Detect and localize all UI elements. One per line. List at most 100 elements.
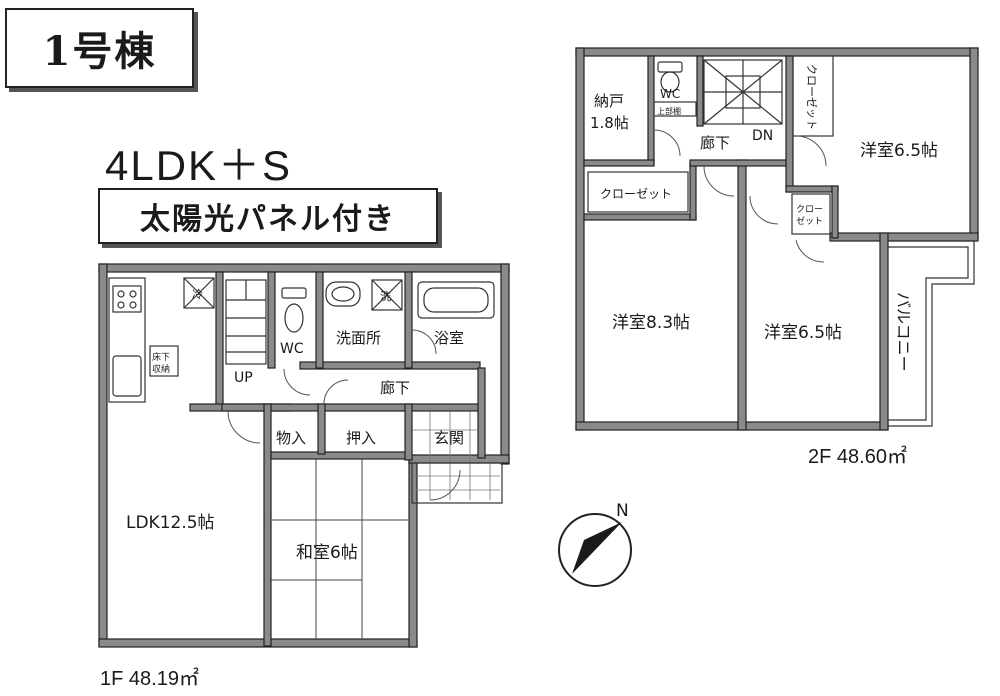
f2-wall-bottom [575,421,889,431]
washitsu-tatami [271,459,409,639]
f2-wall-nando-bottom [583,159,655,167]
f1-door-arc-3 [411,329,437,355]
room-f2-wc-label: WC [660,87,680,101]
floor1-plan: 冷 洗 床下 収納 [98,263,510,648]
f2-wall-top [575,47,979,57]
fridge-label: 冷 [192,288,203,301]
washbasin-icon [325,281,361,307]
f1-wall-right-lower [408,454,418,648]
feature-label: 太陽光パネル付き [140,202,396,237]
feature-box: 太陽光パネル付き [98,188,438,244]
room-yoshitsu-65-label: 洋室6.5帖 [764,323,842,343]
washer-label: 洗 [380,290,391,303]
compass-needle [572,522,622,574]
layout-type-label: 4LDK＋S [105,142,293,189]
f1-wall-entry-step [408,454,510,464]
room-washitsu-label: 和室6帖 [296,543,358,563]
f1-wall-genkan-right [477,367,486,459]
room-f1-rouka-label: 廊下 [380,379,410,397]
compass: N [558,501,632,587]
f1-wall-right-upper [500,263,510,465]
f2-toilet-icon [653,61,697,117]
closet-small-label-2: ゼット [796,215,823,227]
f1-door-arc-2 [283,368,311,396]
f2-wall-nando-right [647,55,655,165]
room-f2-rouka-label: 廊下 [700,134,730,152]
f1-wall-washitsu-top [270,451,412,460]
f1-wall-wc-right [315,271,324,369]
room-yoshitsu-ne-label: 洋室6.5帖 [860,141,938,161]
f2-closet-vertical [792,55,834,137]
f2-wall-closet-bottom [583,213,697,221]
f1-wall-wc-left [267,271,276,369]
closet-vertical-label: クローゼット [805,64,818,130]
upper-shelf-label: 上部棚 [657,106,681,116]
f1-wall-hall-top [299,361,481,370]
room-monoire-label: 物入 [276,429,306,447]
f2-wall-center [737,159,747,431]
kitchen-counter [108,277,146,403]
f2-stairs [703,59,783,125]
f2-closet-horizontal [587,171,689,213]
f1-wall-kitchen-right [215,271,224,409]
room-yoshitsu-83-label: 洋室8.3帖 [612,313,690,333]
room-f1-wc-label: WC [280,341,304,357]
f2-door-arc-3 [749,195,779,225]
washer-space: 洗 [371,279,403,311]
f2-door-arc-5 [795,239,825,263]
f2-wall-smallcloset-top [785,185,839,193]
f2-wall-closet-right [689,163,697,221]
room-yokushitsu-label: 浴室 [434,329,464,347]
closet-horizontal-label: クローゼット [600,187,672,201]
room-genkan-label: 玄関 [434,429,464,447]
building-title-box: 1号棟 [5,8,194,88]
f2-wall-ne-bottom [829,232,979,242]
stairs-up-label: UP [234,370,253,386]
f2-wall-right [969,47,979,241]
f2-door-arc-2 [703,165,735,197]
underfloor-storage [149,345,179,377]
f2-wall-smallcloset-right [831,185,839,239]
room-senmenjo-label: 洗面所 [336,329,381,347]
f2-wall-left [575,47,585,431]
underfloor-storage-label-2: 収納 [152,363,170,375]
f2-wall-ne-left [785,55,794,193]
f2-door-arc-1 [653,129,681,157]
compass-north-label: N [616,501,629,521]
room-nando-label: 納戸 [594,92,624,110]
f1-door-arc-4 [429,469,461,501]
f1-wall-oshiire-right [404,403,413,461]
f1-door-arc-1 [227,410,261,444]
f2-wall-bedroom-right [879,232,889,431]
bathtub-icon [417,281,495,319]
balcony-outline [888,240,975,427]
room-nando-size: 1.8帖 [590,114,629,132]
f1-wall-washitsu-left [263,403,272,647]
f1-wall-hall-bottom [221,403,483,412]
floor1-area-label: 1F 48.19㎡ [100,668,199,690]
f1-door-arc-5 [323,379,349,405]
fridge-space: 冷 [183,277,215,309]
stairs-down-label: DN [752,128,773,144]
room-oshiire-label: 押入 [346,429,376,447]
room-ldk-label: LDK12.5帖 [126,513,215,533]
closet-small-label-1: クロー [796,204,823,215]
f2-closet-small [791,193,831,235]
f1-wall-top [98,263,510,273]
f1-wall-left [98,263,108,647]
f1-toilet-icon [281,287,307,333]
f1-wall-bath-left [404,271,413,369]
building-title: 1号棟 [42,28,157,75]
f1-wall-monoire-right [317,403,326,455]
f1-stairs [225,279,267,365]
f2-wall-hall-bottom [689,159,791,167]
floor2-area-label: 2F 48.60㎡ [808,446,907,468]
f1-wall-bottom [98,638,418,648]
genkan-tiles [411,411,503,504]
underfloor-storage-label-1: 床下 [152,351,170,363]
f2-wall-wc-right [696,55,704,127]
balcony-label: バルコニー [894,292,913,372]
floor2-plan: 納戸 1.8帖 WC 上部棚 廊下 DN クローゼット クローゼット クロー ゼ… [575,47,979,431]
f2-door-arc-4 [795,135,827,167]
